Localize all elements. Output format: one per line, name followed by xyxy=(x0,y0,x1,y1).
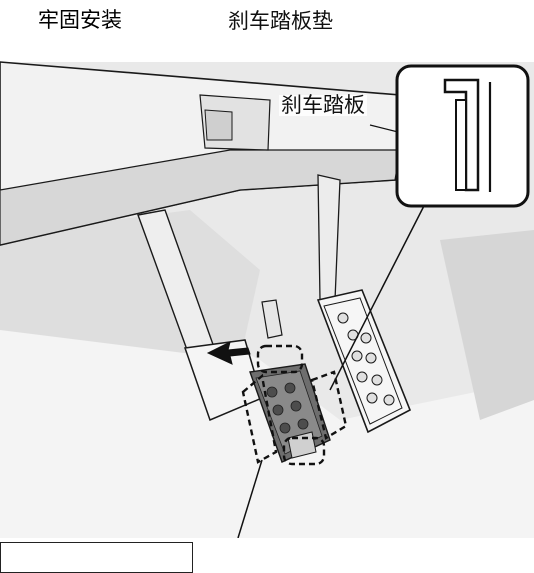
detail-callout-icon xyxy=(395,64,530,208)
accelerator-bumps xyxy=(337,312,395,406)
dashboard-lower-trim xyxy=(0,149,401,246)
secure-install-box: 牢固安装 xyxy=(0,8,193,573)
callout-leader-line xyxy=(329,197,429,391)
secure-install-label: 牢固安装 xyxy=(38,8,122,32)
brake-pedal-mat-label: 刹车踏板垫 xyxy=(228,9,333,33)
left-edge-highlight xyxy=(241,373,278,464)
bracket-block xyxy=(204,109,233,141)
brake-pedal-label: 刹车踏板 xyxy=(279,93,367,117)
brake-pedal-diagram: 刹车踏板垫 牢固安装 刹车踏板 xyxy=(0,8,534,573)
bottom-leader-line xyxy=(237,459,263,539)
accelerator-pad-inner xyxy=(323,297,403,425)
bottom-clip-highlight xyxy=(282,436,326,466)
right-edge-highlight xyxy=(310,370,348,440)
brake-mat-bumps xyxy=(266,382,309,434)
top-clip-highlight xyxy=(256,344,304,374)
insertion-arrow-icon xyxy=(206,341,251,365)
attachment-highlights xyxy=(241,344,348,466)
pedal-spring-rod xyxy=(261,299,283,339)
right-panel xyxy=(440,230,534,420)
